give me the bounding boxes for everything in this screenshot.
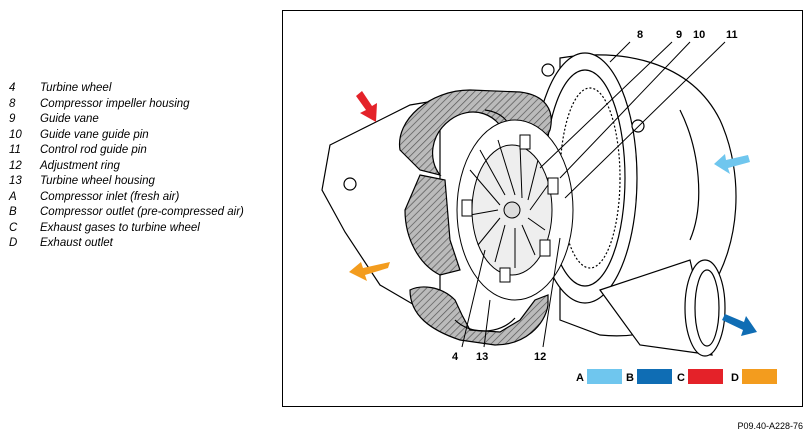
callout-11: 11 — [726, 29, 738, 41]
callout-9: 9 — [676, 29, 682, 41]
callout-8: 8 — [637, 29, 643, 41]
diagram-frame — [282, 10, 803, 407]
callout-12: 12 — [534, 351, 546, 363]
color-key: A B C D — [576, 369, 777, 384]
key-swatch-d — [742, 369, 777, 384]
key-letter-d: D — [731, 372, 739, 384]
key-swatch-c — [688, 369, 723, 384]
fresh-air-arrow — [714, 154, 750, 174]
exhaust-in-arrow — [356, 91, 377, 122]
key-swatch-a — [587, 369, 622, 384]
figure-reference: P09.40-A228-76 — [737, 421, 803, 431]
turbine-wheel — [456, 119, 574, 301]
callout-leaders — [461, 41, 726, 348]
compressed-air-arrow — [722, 314, 757, 336]
callout-13: 13 — [476, 351, 488, 363]
exhaust-out-arrow — [349, 262, 390, 281]
key-letter-a: A — [576, 372, 584, 384]
turbine-wheel-housing — [399, 89, 552, 346]
key-letter-b: B — [626, 372, 634, 384]
compressor-outlet-pipe — [599, 259, 726, 357]
key-letter-c: C — [677, 372, 685, 384]
key-swatch-b — [637, 369, 672, 384]
callout-10: 10 — [693, 29, 705, 41]
callout-4: 4 — [452, 351, 459, 363]
